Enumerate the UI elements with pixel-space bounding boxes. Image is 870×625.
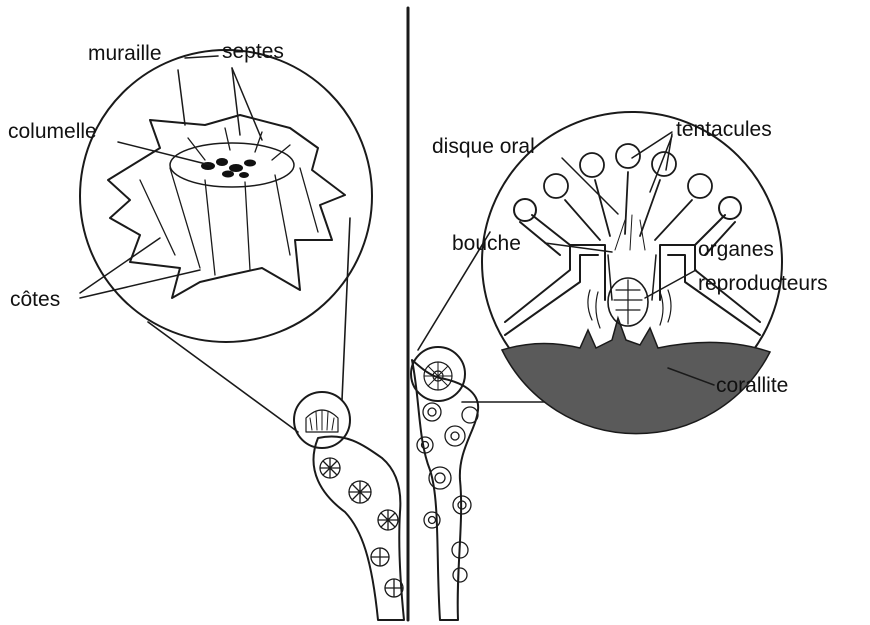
left-branch-polyps xyxy=(320,458,403,597)
label-reproducteurs: reproducteurs xyxy=(698,272,828,295)
label-muraille: muraille xyxy=(88,42,162,65)
label-disque-oral: disque oral xyxy=(432,135,535,158)
right-branch-polyps xyxy=(417,403,478,582)
left-coral-branch xyxy=(313,436,404,620)
label-tentacules: tentacules xyxy=(676,118,772,141)
label-organes: organes xyxy=(698,238,774,261)
right-coral-branch xyxy=(412,360,478,620)
left-magnified-corallite xyxy=(80,50,372,342)
left-leader-lines xyxy=(80,56,262,298)
right-magnifier-small xyxy=(411,347,465,401)
label-cotes: côtes xyxy=(10,288,60,311)
label-columelle: columelle xyxy=(8,120,97,143)
label-corallite: corallite xyxy=(716,374,788,397)
label-bouche: bouche xyxy=(452,232,521,255)
left-connector-line-1 xyxy=(148,322,298,432)
left-connector-line-2 xyxy=(342,218,350,400)
label-septes: septes xyxy=(222,40,284,63)
